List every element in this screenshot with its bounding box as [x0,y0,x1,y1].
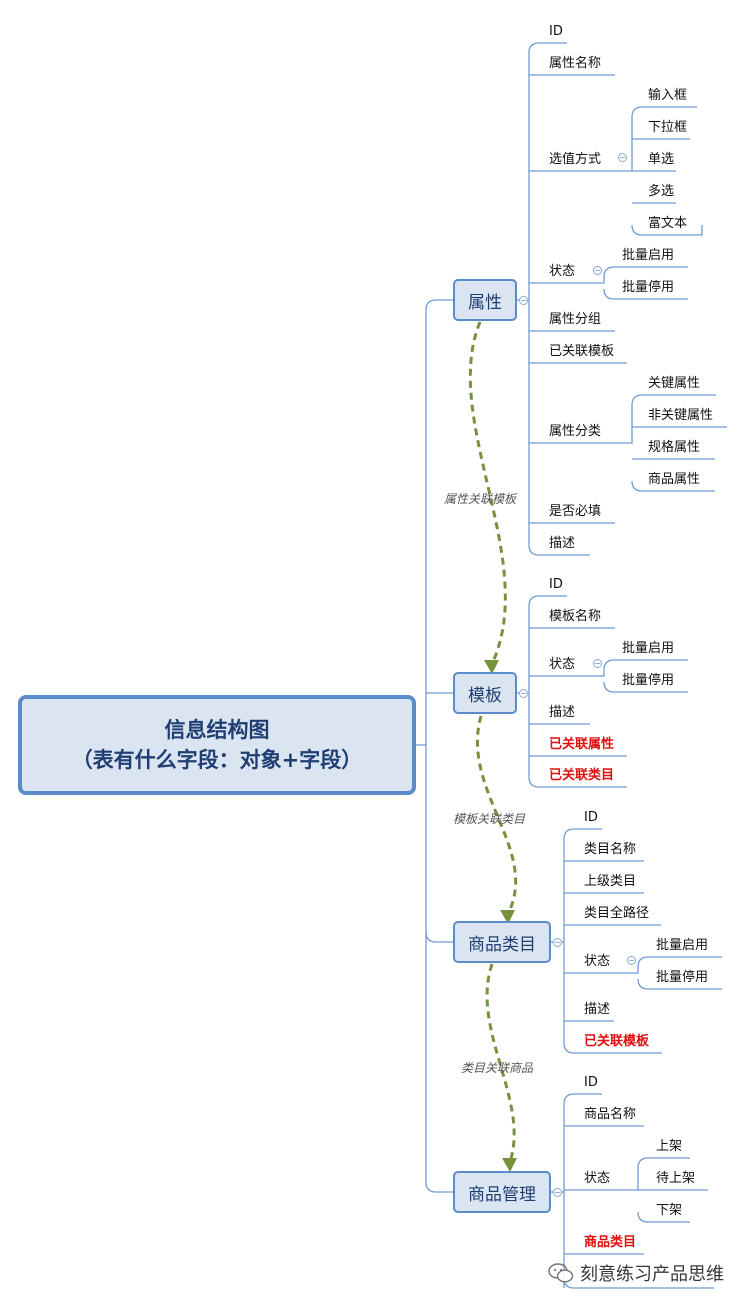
attr-leaf-group[interactable]: 属性分组 [549,312,602,327]
attr-class-goods[interactable]: 商品属性 [648,472,701,487]
attr-leaf-classification[interactable]: 属性分类 [549,424,602,439]
goods-leaf-status[interactable]: 状态 [584,1171,611,1186]
relation-label-cat-goods: 类目关联商品 [461,1061,534,1075]
connector-cat-leaves [563,828,662,1054]
collapse-icon[interactable]: − [519,296,528,305]
root-subtitle: （表有什么字段：对象+字段） [71,748,363,772]
cat-status-enable[interactable]: 批量启用 [656,938,709,953]
cat-leaf-status[interactable]: 状态 [584,954,611,969]
relation-arrowhead-3 [502,1158,517,1172]
connector-select-mode [615,106,703,236]
attr-class-key[interactable]: 关键属性 [648,376,701,391]
tmpl-leaf-status[interactable]: 状态 [549,657,576,672]
attr-leaf-status[interactable]: 状态 [549,264,576,279]
select-mode-richtext[interactable]: 富文本 [648,216,688,231]
tmpl-leaf-linked-attr[interactable]: 已关联属性 [549,737,615,752]
connector-goods-leaves [563,1093,714,1289]
tmpl-leaf-linked-category[interactable]: 已关联类目 [549,768,615,783]
relation-arrowhead-1 [484,660,499,674]
attr-status-enable[interactable]: 批量启用 [622,248,675,263]
collapse-icon[interactable]: − [553,1188,562,1197]
attr-leaf-name[interactable]: 属性名称 [549,56,602,71]
attr-status-disable[interactable]: 批量停用 [622,280,675,295]
attr-class-nonkey[interactable]: 非关键属性 [648,408,714,423]
select-mode-input[interactable]: 输入框 [648,88,688,103]
goods-leaf-name[interactable]: 商品名称 [584,1107,637,1122]
connector-root-attr [416,299,453,746]
relation-cat-goods [485,963,516,1163]
attr-class-spec[interactable]: 规格属性 [648,440,701,455]
connector-goods-status [624,1157,708,1223]
select-mode-multi[interactable]: 多选 [648,184,675,199]
root-node[interactable]: 信息结构图 （表有什么字段：对象+字段） [18,695,416,795]
goods-leaf-category[interactable]: 商品类目 [584,1235,637,1250]
root-title: 信息结构图 [164,718,270,742]
collapse-icon[interactable]: − [593,266,602,275]
topic-template[interactable]: 模板 [453,672,517,714]
cat-leaf-name[interactable]: 类目名称 [584,842,637,857]
goods-status-onshelf[interactable]: 上架 [656,1139,683,1154]
topic-goods[interactable]: 商品管理 [453,1171,551,1213]
relation-label-tmpl-cat: 模板关联类目 [453,812,526,826]
relation-label-attr-tmpl: 属性关联模板 [444,492,517,506]
connector-attr-leaves [528,42,627,556]
goods-status-pending[interactable]: 待上架 [656,1171,696,1186]
select-mode-single[interactable]: 单选 [648,152,675,167]
attr-leaf-description[interactable]: 描述 [549,536,576,551]
relation-tmpl-cat [475,715,518,915]
tmpl-status-enable[interactable]: 批量启用 [622,641,675,656]
wechat-icon [548,1263,574,1283]
connector-attr-status [590,266,688,300]
cat-status-disable[interactable]: 批量停用 [656,970,709,985]
attr-leaf-linked-template[interactable]: 已关联模板 [549,344,615,359]
watermark: 刻意练习产品思维 [548,1260,724,1286]
connector-tmpl-leaves [528,595,627,788]
tmpl-leaf-name[interactable]: 模板名称 [549,609,602,624]
topic-category[interactable]: 商品类目 [453,921,551,963]
collapse-icon[interactable]: − [519,689,528,698]
cat-leaf-description[interactable]: 描述 [584,1002,611,1017]
connector-cat-status [624,956,722,990]
relation-arrowhead-2 [500,910,515,924]
tmpl-leaf-id[interactable]: ID [549,577,563,592]
attr-leaf-select-mode[interactable]: 选值方式 [549,152,602,167]
connector-attr-category [615,394,727,492]
collapse-icon[interactable]: − [593,659,602,668]
collapse-icon[interactable]: − [553,938,562,947]
select-mode-dropdown[interactable]: 下拉框 [648,120,688,135]
cat-leaf-linked-template[interactable]: 已关联模板 [584,1034,650,1049]
connector-root-cat [425,745,453,943]
tmpl-status-disable[interactable]: 批量停用 [622,673,675,688]
topic-attribute[interactable]: 属性 [453,279,517,321]
cat-leaf-fullpath[interactable]: 类目全路径 [584,906,650,921]
tmpl-leaf-description[interactable]: 描述 [549,705,576,720]
goods-leaf-id[interactable]: ID [584,1075,598,1090]
connector-root-goods [425,932,453,1193]
connector-tmpl-status [590,659,688,693]
collapse-icon[interactable]: − [627,956,636,965]
goods-status-offshelf[interactable]: 下架 [656,1203,683,1218]
attr-leaf-id[interactable]: ID [549,24,563,39]
watermark-text: 刻意练习产品思维 [580,1264,724,1285]
attr-leaf-required[interactable]: 是否必填 [549,504,602,519]
collapse-icon[interactable]: − [618,153,627,162]
cat-leaf-id[interactable]: ID [584,810,598,825]
relation-attr-tmpl [468,321,507,665]
cat-leaf-parent[interactable]: 上级类目 [584,874,637,889]
